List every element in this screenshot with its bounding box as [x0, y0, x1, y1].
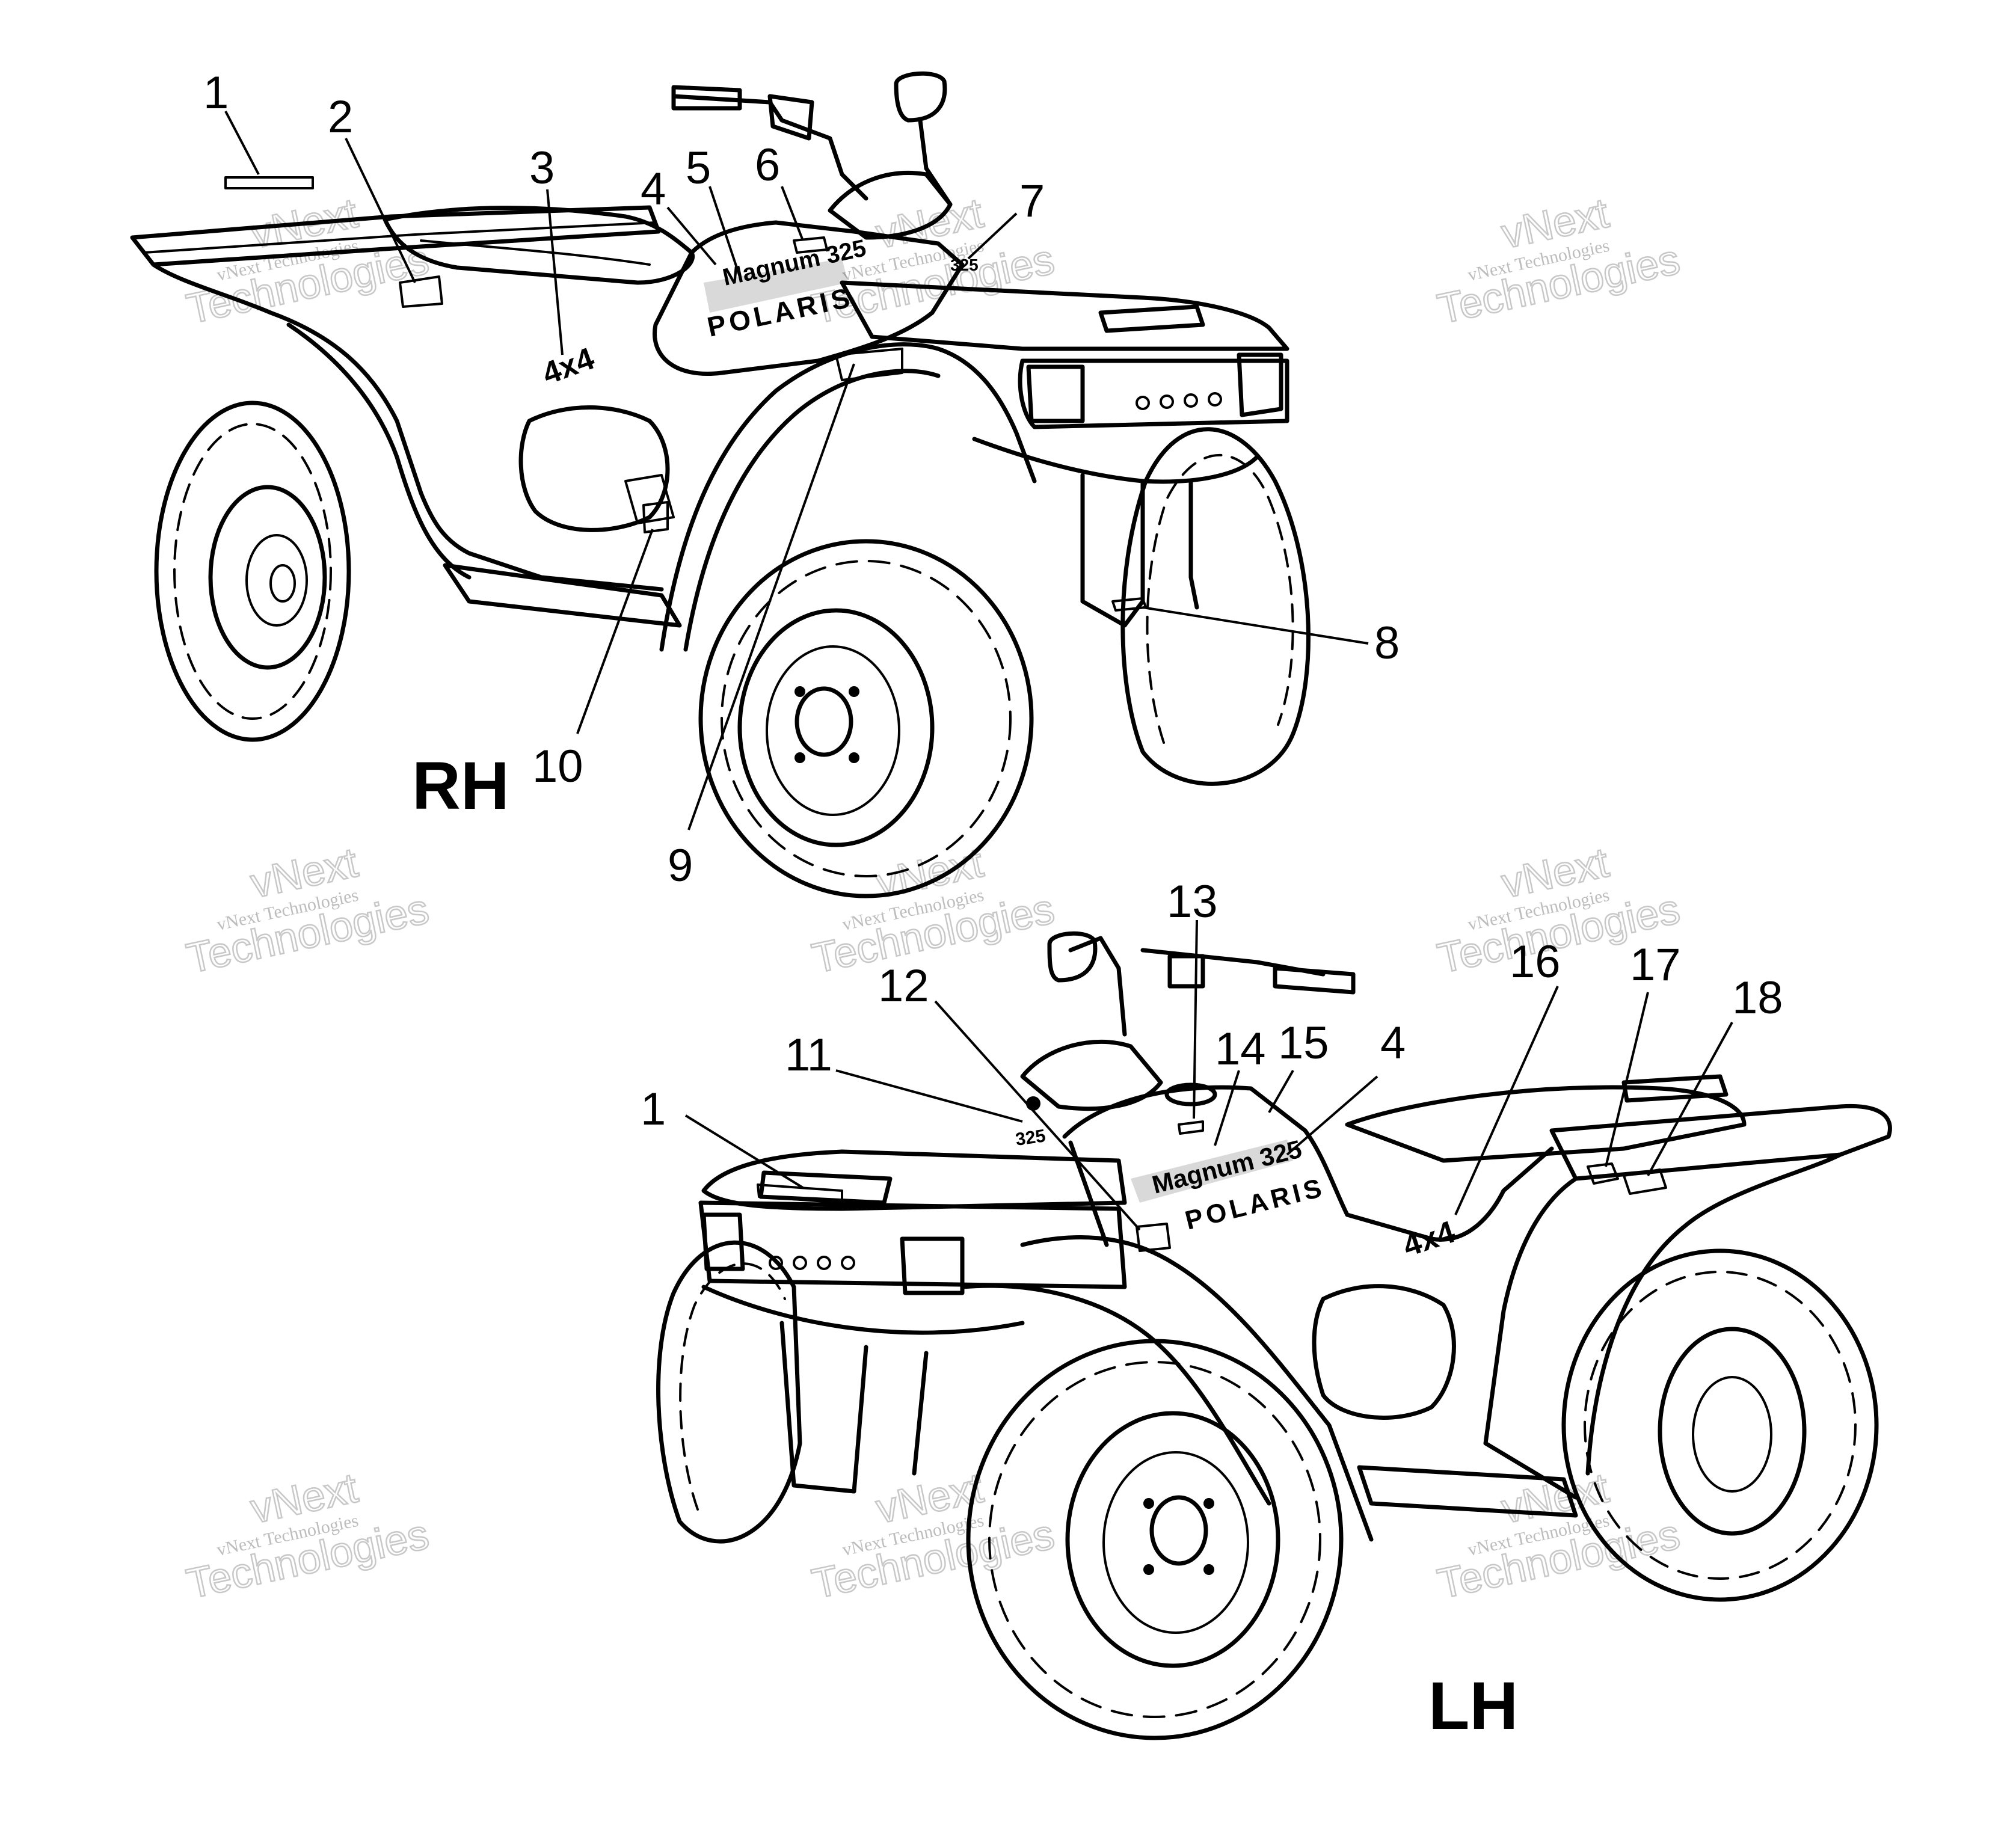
rh-front-wheel — [698, 539, 1034, 898]
decal-lh-drive: 4x4 — [1399, 1214, 1460, 1263]
callout-lh-18: 18 — [1732, 972, 1783, 1024]
watermark: vNext vNext Technologies Technologies — [807, 188, 1059, 333]
callout-rh-9: 9 — [668, 840, 693, 891]
callout-lh-17: 17 — [1630, 939, 1681, 990]
callout-lh-13: 13 — [1167, 876, 1218, 927]
watermarks: vNext vNext Technologies Technologies vN… — [182, 188, 1684, 1608]
decal-rh-2 — [399, 275, 443, 308]
decal-rh-engine: 325 — [950, 256, 979, 274]
callout-rh-6: 6 — [755, 140, 780, 191]
callout-lh-15: 15 — [1278, 1018, 1329, 1069]
lh-front-far-wheel — [656, 1240, 802, 1544]
callout-rh-4: 4 — [641, 164, 666, 215]
atv-lh-view: 325 Magnum 325 POLARIS 4x4 1 11 — [641, 876, 1892, 1743]
callout-lh-16: 16 — [1510, 936, 1561, 987]
lh-callouts: 1 11 12 13 14 15 4 16 17 18 — [641, 876, 1783, 1135]
decal-rh-drive: 4x4 — [538, 341, 598, 391]
callout-rh-5: 5 — [686, 143, 711, 194]
rh-leaders — [224, 111, 1369, 830]
callout-rh-7: 7 — [1019, 176, 1045, 227]
callout-lh-12: 12 — [878, 960, 929, 1011]
lh-rear-wheel — [1561, 1248, 1879, 1602]
decal-lh-1 — [757, 1183, 843, 1204]
callout-rh-8: 8 — [1374, 618, 1400, 669]
decal-rh-10 — [642, 501, 669, 533]
rh-front-far-wheel — [1120, 427, 1311, 786]
callout-rh-3: 3 — [529, 143, 555, 194]
callout-lh-14: 14 — [1215, 1024, 1266, 1075]
watermark: vNext vNext Technologies Technologies — [1433, 188, 1684, 333]
callout-lh-11: 11 — [785, 1030, 832, 1081]
rh-callouts: 1 2 3 4 5 6 7 8 9 10 — [203, 67, 1400, 891]
watermark: vNext vNext Technologies Technologies — [182, 838, 433, 983]
callout-lh-1: 1 — [641, 1084, 666, 1135]
decal-lh-18 — [1623, 1168, 1667, 1195]
rh-rear-wheel — [154, 401, 351, 742]
decal-lh-17 — [1587, 1162, 1619, 1185]
decal-rh-6 — [793, 236, 828, 254]
view-label-rh: RH — [412, 748, 509, 823]
callout-rh-10: 10 — [532, 741, 583, 792]
callout-rh-1: 1 — [203, 67, 229, 118]
callout-rh-2: 2 — [328, 91, 353, 143]
decal-lh-13 — [1178, 1120, 1204, 1135]
lh-leaders — [684, 919, 1733, 1231]
atv-rh-view: 4x4 Magnum 325 POLARIS 325 1 2 — [130, 67, 1400, 898]
callout-lh-4: 4 — [1380, 1018, 1406, 1069]
decal-lh-12 — [1136, 1223, 1171, 1252]
watermark: vNext vNext Technologies Technologies — [182, 1463, 433, 1608]
decal-rh-9 — [835, 348, 903, 381]
watermark: vNext vNext Technologies Technologies — [807, 838, 1059, 983]
decal-lh-engine: 325 — [1014, 1126, 1046, 1150]
lh-front-wheel — [966, 1339, 1344, 1740]
watermark: vNext vNext Technologies Technologies — [807, 1463, 1059, 1608]
view-label-lh: LH — [1428, 1668, 1518, 1743]
decal-rh-1 — [224, 176, 314, 189]
